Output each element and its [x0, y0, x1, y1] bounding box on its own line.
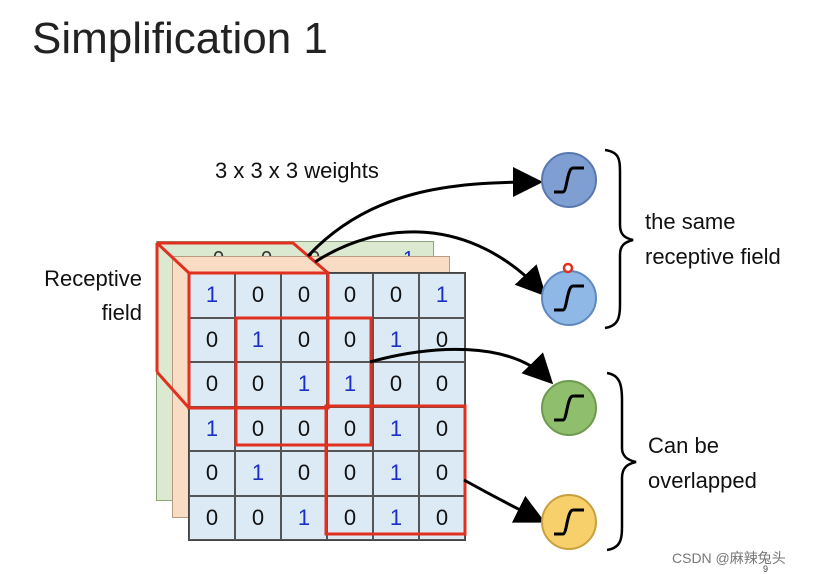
- sigmoid-icon: [554, 508, 584, 536]
- sigmoid-icon: [554, 166, 584, 194]
- watermark: CSDN @麻辣兔头: [672, 550, 786, 566]
- receptive-field-label-line1: Receptive: [44, 266, 142, 291]
- receptive-field-box-2: [234, 316, 373, 447]
- grid-cell: 1: [373, 317, 419, 362]
- red-dot-marker: [562, 262, 574, 274]
- grid-cell: 1: [419, 273, 465, 318]
- brace-top: [604, 148, 634, 330]
- arrow-to-neuron-3: [369, 347, 554, 385]
- same-receptive-field-label: the same receptive field: [645, 204, 781, 274]
- receptive-field-label: Receptive field: [20, 262, 142, 330]
- brace-bottom: [606, 371, 637, 552]
- overlap-label-line1: Can be: [648, 433, 719, 458]
- grid-cell: 0: [189, 495, 235, 540]
- neuron-blue-light-circle: [541, 270, 597, 326]
- grid-cell: 0: [235, 495, 281, 540]
- grid-cell: 1: [373, 451, 419, 496]
- grid-cell: 0: [189, 451, 235, 496]
- same-receptive-field-line2: receptive field: [645, 244, 781, 269]
- same-receptive-field-line1: the same: [645, 209, 736, 234]
- sigmoid-icon: [554, 284, 584, 312]
- neuron-green-circle: [541, 380, 597, 436]
- arrow-to-neuron-4: [463, 478, 546, 523]
- sigmoid-icon: [554, 394, 584, 422]
- neuron-green: [541, 380, 597, 436]
- weights-label: 3 x 3 x 3 weights: [215, 158, 379, 183]
- neuron-blue-light: [541, 270, 597, 326]
- neuron-blue-dark: [541, 152, 597, 208]
- overlap-label: Can be overlapped: [648, 428, 757, 498]
- neuron-yellow: [541, 494, 597, 550]
- receptive-field-cube-edge: [155, 241, 191, 275]
- arrow-to-neuron-2: [314, 230, 547, 297]
- grid-cell: 0: [373, 273, 419, 318]
- grid-cell: 0: [419, 317, 465, 362]
- receptive-field-cube-bottom-left: [155, 371, 191, 409]
- neuron-blue-dark-circle: [541, 152, 597, 208]
- page-number: 9: [763, 564, 769, 574]
- arrow-to-neuron-1: [306, 167, 543, 258]
- receptive-field-label-line2: field: [101, 300, 142, 325]
- grid-cell: 1: [373, 495, 419, 540]
- receptive-field-box-3: [324, 404, 467, 536]
- overlap-label-line2: overlapped: [648, 468, 757, 493]
- neuron-yellow-circle: [541, 494, 597, 550]
- receptive-field-cube-front: [187, 271, 330, 410]
- grid-cell: 1: [235, 451, 281, 496]
- receptive-field-cube-top: [157, 241, 329, 275]
- page-title: Simplification 1: [32, 14, 328, 63]
